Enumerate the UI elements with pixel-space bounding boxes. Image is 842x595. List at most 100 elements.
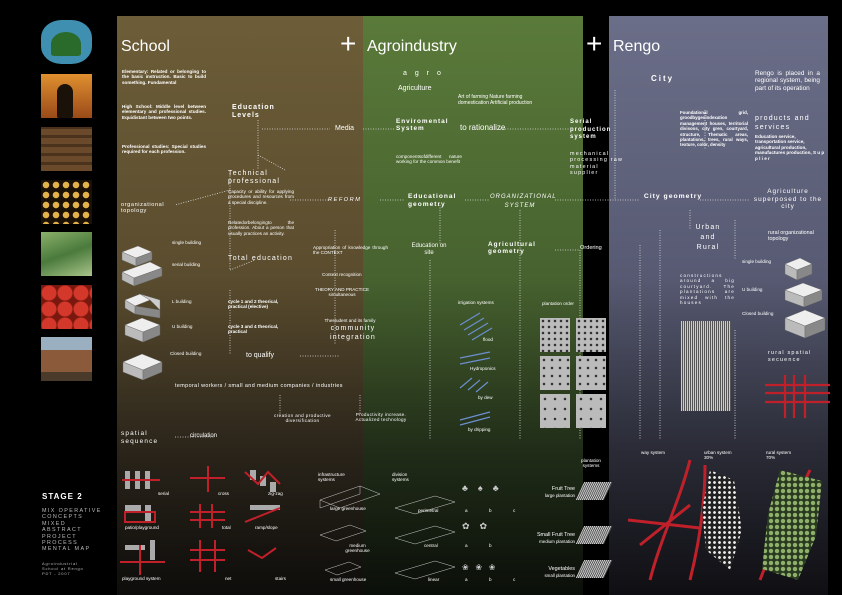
plantation-order-label: plantation order	[542, 301, 574, 306]
appropriation-text: Appropriation of knowledge through the C…	[313, 245, 388, 256]
rengo-intro-text: Rengo is placed in a regional system, be…	[755, 70, 820, 92]
plus-sign-2: +	[586, 28, 603, 59]
plantation-grid-3	[540, 356, 570, 390]
educational-geometry-label: Educational geometry	[408, 193, 457, 208]
total-label: total	[222, 525, 231, 530]
serial-production-label: Serial production system	[570, 119, 612, 141]
agroindustry-heading: Agroindustry	[367, 38, 457, 55]
city-geometry-label: City geometry	[643, 193, 703, 200]
foundational-grid-text: Foundational grid, groodbygeoindexation …	[680, 110, 748, 148]
city-label: City	[651, 74, 675, 83]
courtyard-image	[681, 321, 731, 411]
enviromental-system-label: Enviromental System	[396, 118, 449, 133]
professional-text: Professional studies: Special studies re…	[122, 144, 206, 155]
organizational-topology-label: organizational topology	[121, 202, 165, 215]
thumbnail-fields	[41, 232, 92, 276]
community-integration-label: community integration	[330, 325, 376, 341]
linear-label: linear	[428, 577, 440, 582]
playground-system-label: playground system	[122, 576, 161, 581]
tree-c-label-3: c	[513, 577, 516, 582]
thumbnail-tomatoes	[41, 285, 92, 329]
thumbnail-school-logo	[41, 20, 92, 64]
plantation-systems-label: plantation systems	[581, 458, 601, 469]
net-label: net	[225, 576, 232, 581]
tree-a-label-3: a	[465, 577, 468, 582]
student-family-label: Thestudent and its family	[324, 318, 376, 323]
medium-greenhouse-label: medium greenhouse	[345, 543, 370, 554]
education-on-site-label: Education on site	[411, 243, 447, 256]
spatial-sequence-label: spatial sequence	[121, 430, 159, 445]
single-building-label: single building	[172, 240, 202, 245]
cross-label: cross	[218, 491, 229, 496]
mechanical-processing-text: mechanical processing raw material suppl…	[570, 151, 624, 177]
by-dew-label: by dew	[478, 395, 493, 400]
rengo-u-building-label: U building	[742, 287, 763, 292]
central-label: central	[424, 543, 438, 548]
components-text: componentsofdifferent nature working for…	[396, 154, 462, 165]
l-building-label: L building	[172, 299, 192, 304]
education-levels-label: Education Levels	[232, 104, 275, 119]
capacity-text: Capacity or ability for applying procedu…	[228, 189, 294, 205]
plantation-grid-5	[540, 394, 570, 428]
theory-practice-label: THEORY AND PRACTICE simultaneous	[314, 287, 370, 298]
tree-a-label-2: a	[465, 543, 468, 548]
large-greenhouse-label: large greenhouse	[330, 506, 366, 511]
u-building-label: U building	[172, 324, 193, 329]
vegetable-icon-row: ❀ ❀ ❀	[462, 563, 496, 572]
creation-text: creation and productive diversification	[274, 413, 331, 424]
rengo-closed-building-label: Closed building	[742, 311, 774, 316]
agricultural-geometry-label: Agricultural geometry	[488, 241, 536, 256]
irrigation-systems-label: irrigation systems	[458, 300, 494, 305]
thumbnail-house	[41, 337, 92, 381]
thumbnail-lights	[41, 180, 92, 224]
small-greenhouse-label: small greenhouse	[330, 577, 367, 582]
plus-sign-1: +	[340, 28, 357, 59]
perimetral-label: perimetral	[418, 508, 439, 513]
technical-professional-label: Technical professional	[228, 170, 281, 185]
media-label: Media	[335, 125, 355, 132]
division-systems-label: division systems	[392, 472, 409, 483]
related-text: Relatedorbelongingto the profession. Abo…	[228, 220, 294, 236]
closed-building-label: Closed building	[170, 351, 202, 356]
context-recognition-label: Context recognition	[322, 272, 362, 277]
ordering-label: Ordering	[580, 245, 602, 251]
plantation-grid-1	[540, 318, 570, 352]
rural-spatial-sequence-label: rural spatial secuence	[768, 350, 812, 363]
tree-b-label-3: b	[489, 577, 492, 582]
serial-building-label: serial building	[172, 262, 201, 267]
ramp-label: ramp/slope	[255, 525, 278, 530]
tree-b-label-2: b	[489, 543, 492, 548]
serial-label: serial	[158, 491, 169, 496]
rural-topology-label: rural organizational topology	[768, 230, 814, 243]
thumbnail-wood-sign	[41, 127, 92, 171]
to-qualify-label: to qualify	[246, 352, 275, 359]
productivity-text: Productivity increase. Actualized techno…	[355, 412, 407, 423]
high-school-text: High School: Middle level between elemen…	[122, 104, 206, 120]
tree-a-label-1: a	[465, 508, 468, 513]
constructions-text: constructions around a big courtyard. Th…	[680, 273, 735, 306]
plantation-grid-6	[576, 394, 606, 428]
elementary-text: Elementary: Related or belonging to the …	[122, 69, 206, 85]
reform-label: R E F O R M	[328, 197, 360, 203]
school-heading: School	[121, 38, 170, 55]
rural-grid-drawing	[765, 375, 830, 418]
circulation-label: circulation	[190, 433, 218, 439]
flood-label: flood	[483, 337, 493, 342]
agro-word: a g r o	[403, 70, 444, 77]
art-of-farming-text: Art of farming Nature farming domesticat…	[458, 94, 533, 106]
plantation-grid-4	[576, 356, 606, 390]
plantation-grid-2	[576, 318, 606, 352]
cycle-1-2-text: cycle 1 and 2 theorical, practical (elec…	[228, 299, 279, 310]
tree-icon-row: ♣ ♠ ♣	[462, 483, 499, 493]
agriculture-label: Agriculture	[398, 85, 432, 92]
total-education-label: Total education	[228, 255, 294, 262]
services-text: Education service, transportation servic…	[755, 134, 825, 161]
rengo-heading: Rengo	[613, 38, 661, 55]
hydroponics-label: Hydroponics	[470, 366, 496, 371]
